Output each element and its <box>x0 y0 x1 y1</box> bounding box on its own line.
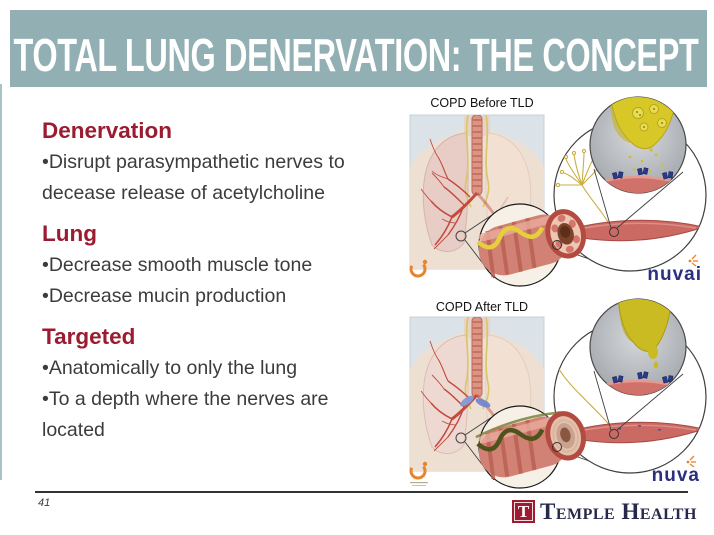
airway-nerve <box>476 225 545 250</box>
sparkle-icon <box>686 455 696 468</box>
figure-copd-before-tld: COPD Before TLD <box>404 93 714 291</box>
nuvaira-wordmark: nuva <box>652 455 700 486</box>
section-heading: Denervation <box>42 118 173 143</box>
medical-illustration-after: nuva <box>409 298 707 489</box>
figure-copd-after-tld: COPD After TLD <box>404 291 714 491</box>
single-drip <box>653 361 659 369</box>
lens-lines <box>593 168 684 229</box>
nuvaira-wordmark: nuvai <box>647 254 702 285</box>
chest-figure <box>409 114 545 270</box>
synapse-circle-figure <box>589 96 687 194</box>
airway-tube-figure <box>475 405 587 489</box>
tube-zoom-marker <box>552 442 562 452</box>
nerve-ending-gland <box>609 97 677 150</box>
brand-text: nuva <box>652 465 700 486</box>
section-lung: Lung •Decrease smooth muscle tone •Decre… <box>42 221 356 312</box>
figure-caption: COPD After TLD <box>435 300 529 314</box>
vagus-nerves <box>464 115 490 208</box>
bullet-item: •Decrease mucin production <box>42 284 287 307</box>
sparkle-icon <box>688 254 698 267</box>
medical-illustration-before: nuvai <box>409 96 707 287</box>
temple-health-logo: T Temple Health <box>512 500 697 523</box>
temple-wordmark: Temple Health <box>540 499 697 524</box>
brand-text: nuvai <box>647 264 702 285</box>
chest-zoom-marker <box>455 230 467 242</box>
bullet-item: •Anatomically to only the lung <box>42 356 298 379</box>
bullet-item: •Disrupt parasympathetic nerves to decea… <box>42 150 345 204</box>
section-heading: Targeted <box>42 323 136 349</box>
tube-zoom-marker <box>552 240 562 250</box>
footer-divider <box>35 491 688 493</box>
figure-caption: COPD Before TLD <box>430 96 534 110</box>
muscle-zoom-marker <box>609 227 619 237</box>
synapse-circle-figure <box>589 298 687 396</box>
section-targeted: Targeted •Anatomically to only the lung … <box>42 324 356 446</box>
temple-t-letter: T <box>517 502 530 521</box>
section-heading: Lung <box>42 220 97 246</box>
content-column: Denervation •Disrupt parasympathetic ner… <box>42 118 356 446</box>
chest-zoom-marker <box>455 432 467 444</box>
left-accent-line <box>0 84 2 480</box>
muscle-zoom-marker <box>609 429 619 439</box>
temple-t-badge: T <box>512 500 535 523</box>
muscle-receptor-specks <box>618 425 661 431</box>
muscle-band <box>590 380 686 395</box>
section-denervation: Denervation •Disrupt parasympathetic ner… <box>42 118 356 209</box>
receptor-clusters <box>612 167 674 180</box>
page-number: 41 <box>38 497 51 509</box>
bullet-item: •Decrease smooth muscle tone <box>42 253 313 276</box>
slide-title: TOTAL LUNG DENERVATION: THE CONCEPT <box>13 29 699 81</box>
nerve-ending-gland <box>617 299 673 369</box>
title-banner: TOTAL LUNG DENERVATION: THE CONCEPT <box>10 10 707 87</box>
ablated-airway-nerve <box>476 427 545 452</box>
bronchial-tree <box>420 138 498 250</box>
lens-lines <box>593 370 684 431</box>
receptor-clusters <box>612 371 674 384</box>
airway-tube-figure <box>476 203 587 287</box>
nuvaira-swirl-icon <box>409 461 428 486</box>
nuvaira-swirl-icon <box>409 259 428 278</box>
tld-catheter-device <box>460 395 491 408</box>
bullet-item: •To a depth where the nerves are located <box>42 387 329 441</box>
